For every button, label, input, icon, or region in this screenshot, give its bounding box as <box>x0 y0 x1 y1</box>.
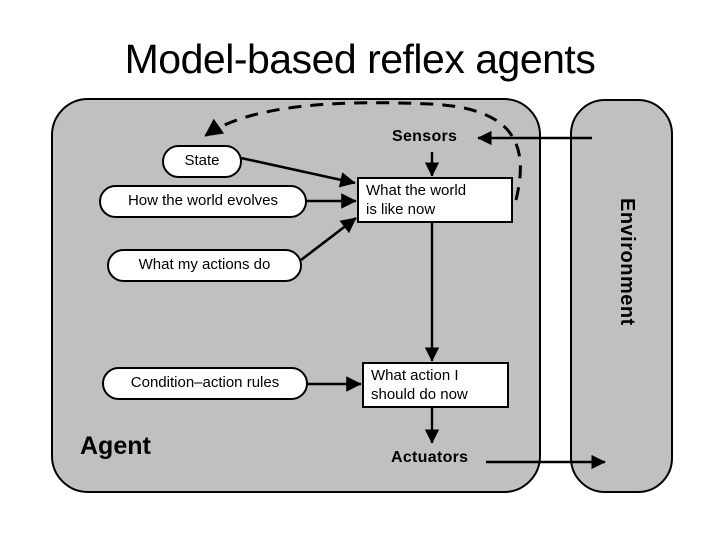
edge-world-state-to-state-dashed <box>204 101 522 201</box>
edge-state-to-world-state <box>240 156 356 188</box>
node-condition-action-rules <box>102 367 308 400</box>
page-title: Model-based reflex agents <box>124 36 596 82</box>
environment-panel <box>570 99 673 493</box>
edge-what-my-actions-do-to-world-state <box>300 216 357 262</box>
actuators-label: Actuators <box>391 449 469 466</box>
sensors-label: Sensors <box>392 128 458 145</box>
node-how-world-evolves <box>99 185 307 218</box>
node-state <box>162 145 242 178</box>
node-what-my-actions-do <box>107 249 302 282</box>
node-what-action-should-do-now <box>362 362 509 408</box>
node-what-world-is-like-now <box>357 177 513 223</box>
agent-panel-label: Agent <box>80 432 151 460</box>
environment-panel-label: Environment <box>616 198 638 326</box>
